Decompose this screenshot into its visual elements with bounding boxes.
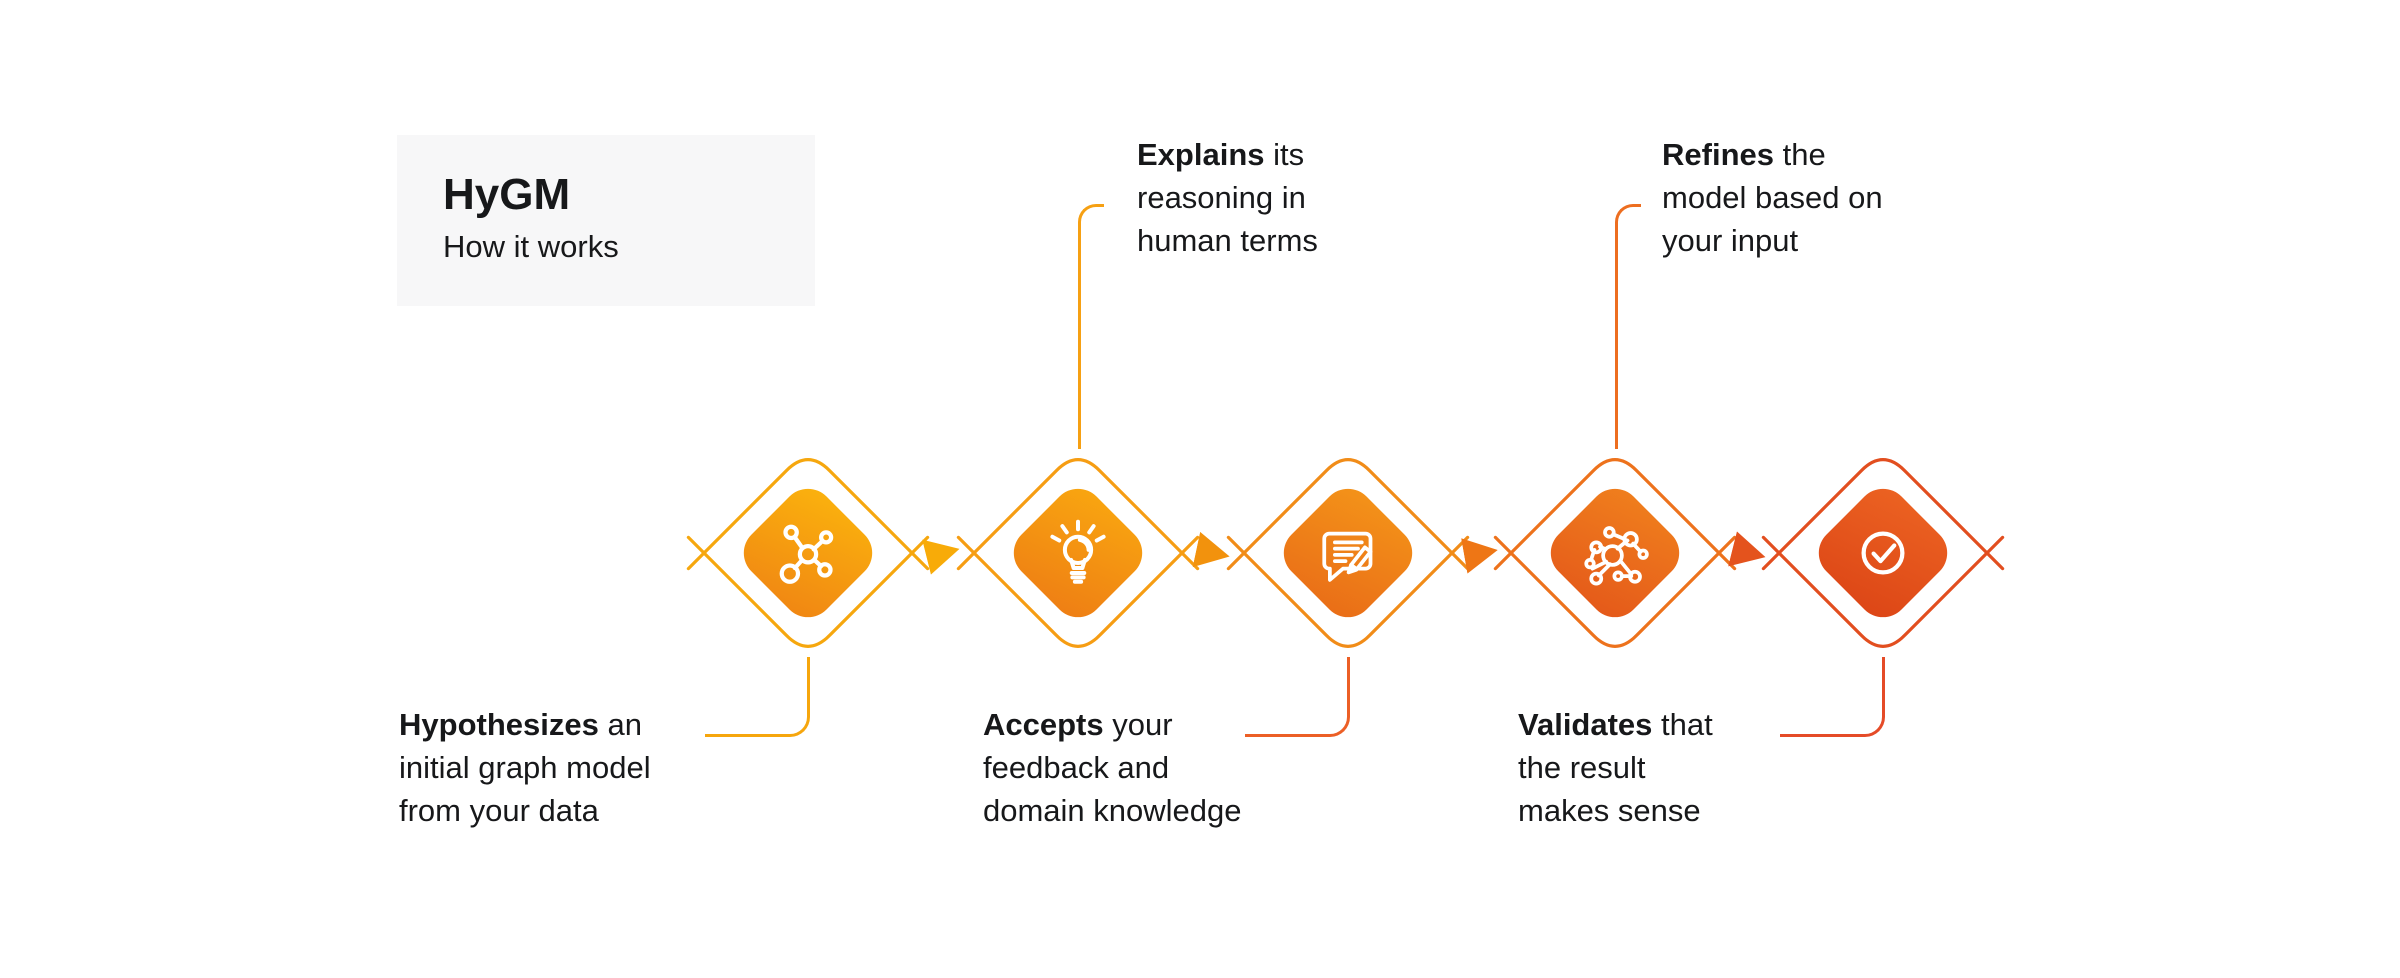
diamond-outline bbox=[956, 458, 1200, 648]
step-accepts bbox=[1218, 423, 1478, 683]
label-line: reasoning in bbox=[1137, 180, 1306, 215]
label-line: Hypothesizes an bbox=[399, 707, 642, 742]
label-explains: Explains its reasoning in human terms bbox=[1137, 133, 1318, 262]
label-line: the result bbox=[1518, 750, 1646, 785]
label-line: initial graph model bbox=[399, 750, 651, 785]
connector-hypothesizes bbox=[705, 657, 810, 737]
flow-arrow-icon bbox=[1461, 538, 1498, 574]
step-refines bbox=[1485, 423, 1745, 683]
label-line: model based on bbox=[1662, 180, 1883, 215]
label-line: your input bbox=[1662, 223, 1799, 258]
label-refines: Refines the model based on your input bbox=[1662, 133, 1883, 262]
label-hypothesizes: Hypothesizes an initial graph model from… bbox=[399, 703, 651, 832]
step-validates bbox=[1753, 423, 2013, 683]
diamond-outline bbox=[1226, 458, 1470, 648]
flow-arrow-icon bbox=[1192, 531, 1230, 568]
lightbulb-icon bbox=[1050, 519, 1106, 584]
chat-edit-icon bbox=[1322, 531, 1373, 582]
check-circle-icon bbox=[1861, 531, 1905, 575]
diamond-outline bbox=[686, 458, 930, 648]
step-hypothesizes bbox=[678, 423, 938, 683]
label-line: Refines the bbox=[1662, 137, 1826, 172]
flow-arrow-icon bbox=[1728, 531, 1766, 567]
label-line: human terms bbox=[1137, 223, 1318, 258]
label-line: Explains its bbox=[1137, 137, 1305, 172]
molecule-icon bbox=[779, 524, 834, 584]
label-line: from your data bbox=[399, 793, 599, 828]
diamond-outline bbox=[1761, 458, 2005, 648]
label-line: feedback and bbox=[983, 750, 1170, 785]
connector-validates bbox=[1780, 657, 1885, 737]
label-accepts: Accepts your feedback and domain knowled… bbox=[983, 703, 1242, 832]
diamond-outline bbox=[1493, 458, 1737, 648]
label-line: Validates that bbox=[1518, 707, 1713, 742]
label-validates: Validates that the result makes sense bbox=[1518, 703, 1713, 832]
label-line: domain knowledge bbox=[983, 793, 1242, 828]
label-line: makes sense bbox=[1518, 793, 1701, 828]
page-subtitle: How it works bbox=[443, 229, 619, 264]
page-title: HyGM bbox=[443, 170, 571, 219]
connector-refines bbox=[1615, 204, 1641, 449]
flow-arrow-icon bbox=[922, 539, 960, 575]
connector-explains bbox=[1078, 204, 1104, 449]
connector-accepts bbox=[1245, 657, 1350, 737]
step-explains bbox=[948, 423, 1208, 683]
title-box: HyGM How it works bbox=[397, 135, 815, 306]
label-line: Accepts your bbox=[983, 707, 1173, 742]
graph-network-icon bbox=[1584, 526, 1649, 586]
